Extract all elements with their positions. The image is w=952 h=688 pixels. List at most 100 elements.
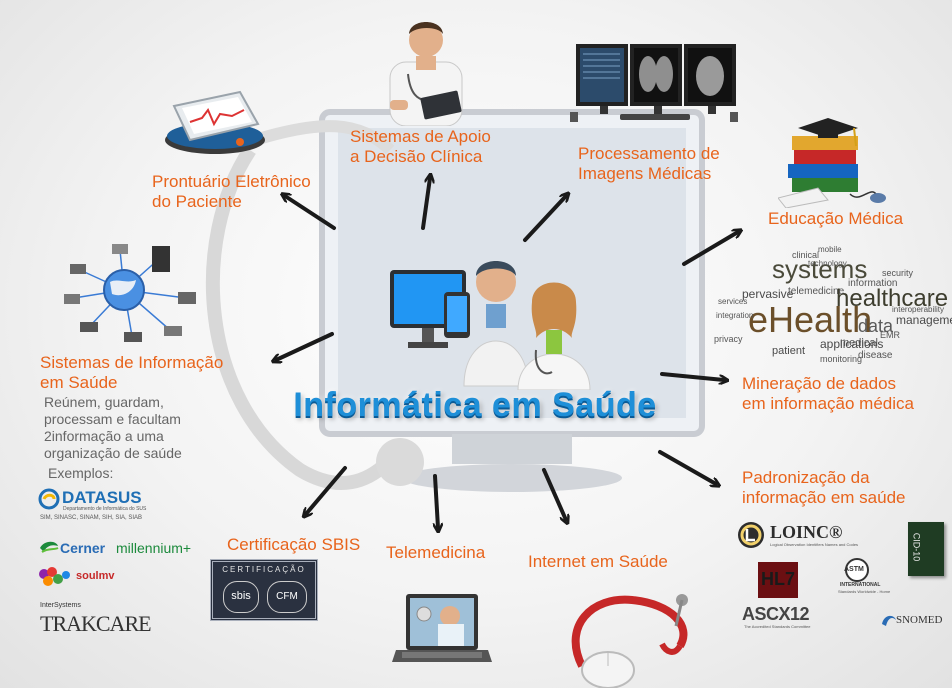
loinc-circle-icon xyxy=(738,522,764,548)
wordcloud-word: services xyxy=(718,297,747,306)
arrow-telemedicina xyxy=(435,474,438,528)
sistemas-desc-line: organização de saúde xyxy=(44,445,182,461)
cerner-logo: Cerner millennium+ xyxy=(38,538,208,560)
astm-subtitle: INTERNATIONAL xyxy=(840,582,881,588)
node-imagens-line1: Processamento de xyxy=(578,144,720,163)
ascx12-logo: ASCX12 The Accredited Standards Committe… xyxy=(742,604,834,632)
arrow-apoio xyxy=(421,178,430,230)
hl7-name: HL7 xyxy=(760,569,795,589)
node-mineracao-line1: Mineração de dados xyxy=(742,374,897,393)
wordcloud-word: disease xyxy=(858,350,893,361)
sbis-seal: sbis xyxy=(223,581,259,613)
arrow-sistemas xyxy=(276,332,334,360)
ehr-device-image xyxy=(165,90,265,154)
sbis-seal-text: sbis xyxy=(231,590,251,602)
arrow-prontuario xyxy=(285,196,336,230)
cid10-label: CID-10 xyxy=(911,532,922,562)
soulmv-dots-icon xyxy=(39,567,70,586)
node-apoio-line2: a Decisão Clínica xyxy=(350,147,483,166)
cerner-name: Cerner xyxy=(60,540,106,556)
ascx12-name: ASCX12 xyxy=(742,604,810,624)
wordcloud-word: information xyxy=(848,278,897,289)
datasus-systems: SIM, SINASC, SINAM, SIH, SIA, SIAB xyxy=(40,515,143,521)
node-internet: Internet em Saúde xyxy=(528,552,668,571)
astm-name: ASTM xyxy=(844,566,864,573)
wordcloud-word: systems xyxy=(772,254,867,284)
cfm-seal-text: CFM xyxy=(276,591,298,602)
wordcloud-word: management xyxy=(896,313,952,327)
sistemas-desc-line: Reúnem, guardam, xyxy=(44,394,164,410)
soulmv-name: soulmv xyxy=(76,570,115,582)
datasus-logo: DATASUS Departamento de Informática do S… xyxy=(38,488,218,528)
loinc-name: LOINC® xyxy=(770,522,843,542)
cid10-book: CID-10 xyxy=(908,522,944,576)
cerner-swoosh-icon xyxy=(40,541,59,553)
node-imagens: Processamento de Imagens Médicas xyxy=(578,144,720,184)
node-apoio: Sistemas de Apoio a Decisão Clínica xyxy=(350,127,491,167)
sistemas-desc-line: 2informação a uma xyxy=(44,428,164,444)
sbis-certification-badge: CERTIFICAÇÃO sbis CFM xyxy=(210,559,318,621)
node-mineracao-line2: em informação médica xyxy=(742,394,914,413)
wordcloud-word: eHealth xyxy=(748,299,872,340)
sistemas-description: Reúnem, guardam, processam e facultam 2i… xyxy=(44,394,182,462)
astm-seal-icon xyxy=(845,558,869,582)
datasus-swirl-icon xyxy=(38,488,60,510)
arrow-padronizacao xyxy=(658,450,716,484)
wordcloud-word: EMR xyxy=(880,330,901,340)
snomed-logo: SNOMED xyxy=(880,610,950,632)
hl7-logo: HL7 xyxy=(758,562,798,598)
wordcloud-word: healthcare xyxy=(836,285,948,312)
node-prontuario: Prontuário Eletrônico do Paciente xyxy=(152,172,311,212)
wordcloud-word: technology xyxy=(808,259,847,268)
exemplos-label: Exemplos: xyxy=(48,465,114,481)
wordcloud-word: data xyxy=(858,316,894,336)
arrow-mineracao xyxy=(660,372,724,380)
node-sistemas: Sistemas de Informação em Saúde xyxy=(40,353,223,393)
node-apoio-line1: Sistemas de Apoio xyxy=(350,127,491,146)
datasus-subtitle: Departamento de Informática do SUS xyxy=(63,506,147,512)
doctor-tablet-image xyxy=(389,22,463,126)
wordcloud-word: integration xyxy=(716,311,753,320)
datasus-name: DATASUS xyxy=(62,488,142,507)
trakcare-name: TRAKCARE xyxy=(40,611,152,636)
doctors-devices-image xyxy=(390,261,591,390)
arrow-internet xyxy=(542,468,566,520)
stethoscope-mouse-image xyxy=(571,594,688,688)
cerner-product: millennium+ xyxy=(116,540,192,556)
arrow-educacao xyxy=(682,232,738,266)
node-sistemas-line1: Sistemas de Informação xyxy=(40,353,224,372)
arrow-imagens xyxy=(523,196,566,242)
trakcare-logo: InterSystems TRAKCARE xyxy=(40,602,152,636)
wordcloud-word: interoperability xyxy=(892,305,944,314)
education-books-image xyxy=(778,118,886,208)
trakcare-brand: InterSystems xyxy=(40,602,81,609)
telemedicine-laptop-image xyxy=(392,594,492,662)
node-padronizacao-line2: informação em saúde xyxy=(742,488,906,507)
wordcloud-word: security xyxy=(882,268,914,278)
network-globe-image xyxy=(64,244,196,342)
sbis-header: CERTIFICAÇÃO xyxy=(222,565,306,574)
loinc-subtitle: Logical Observation Identifiers Names an… xyxy=(770,542,859,547)
wordcloud-word: patient xyxy=(772,345,805,357)
astm-tagline: Standards Worldwide - Home xyxy=(838,589,891,594)
wordcloud-word: privacy xyxy=(714,334,743,344)
ehealth-wordcloud-image: systems eHealth healthcare data informat… xyxy=(714,246,952,364)
node-padronizacao: Padronização da informação em saúde xyxy=(742,468,905,508)
ascx12-subtitle: The Accredited Standards Committee xyxy=(744,624,811,629)
wordcloud-word: mobile xyxy=(818,246,842,254)
node-prontuario-line1: Prontuário Eletrônico xyxy=(152,172,311,191)
node-prontuario-line2: do Paciente xyxy=(152,192,242,211)
node-mineracao: Mineração de dados em informação médica xyxy=(742,374,914,414)
snomed-name: SNOMED xyxy=(896,614,943,626)
astm-logo: ASTM INTERNATIONAL Standards Worldwide -… xyxy=(828,558,891,600)
node-padronizacao-line1: Padronização da xyxy=(742,468,870,487)
medical-imaging-monitors-image xyxy=(570,44,738,122)
wordcloud-word: medical xyxy=(840,337,878,349)
wordcloud-word: applications xyxy=(820,337,883,351)
soulmv-logo: soulmv xyxy=(38,566,148,590)
node-sistemas-line2: em Saúde xyxy=(40,373,118,392)
node-telemedicina: Telemedicina xyxy=(386,543,486,562)
wordcloud-word: pervasive xyxy=(742,287,794,301)
